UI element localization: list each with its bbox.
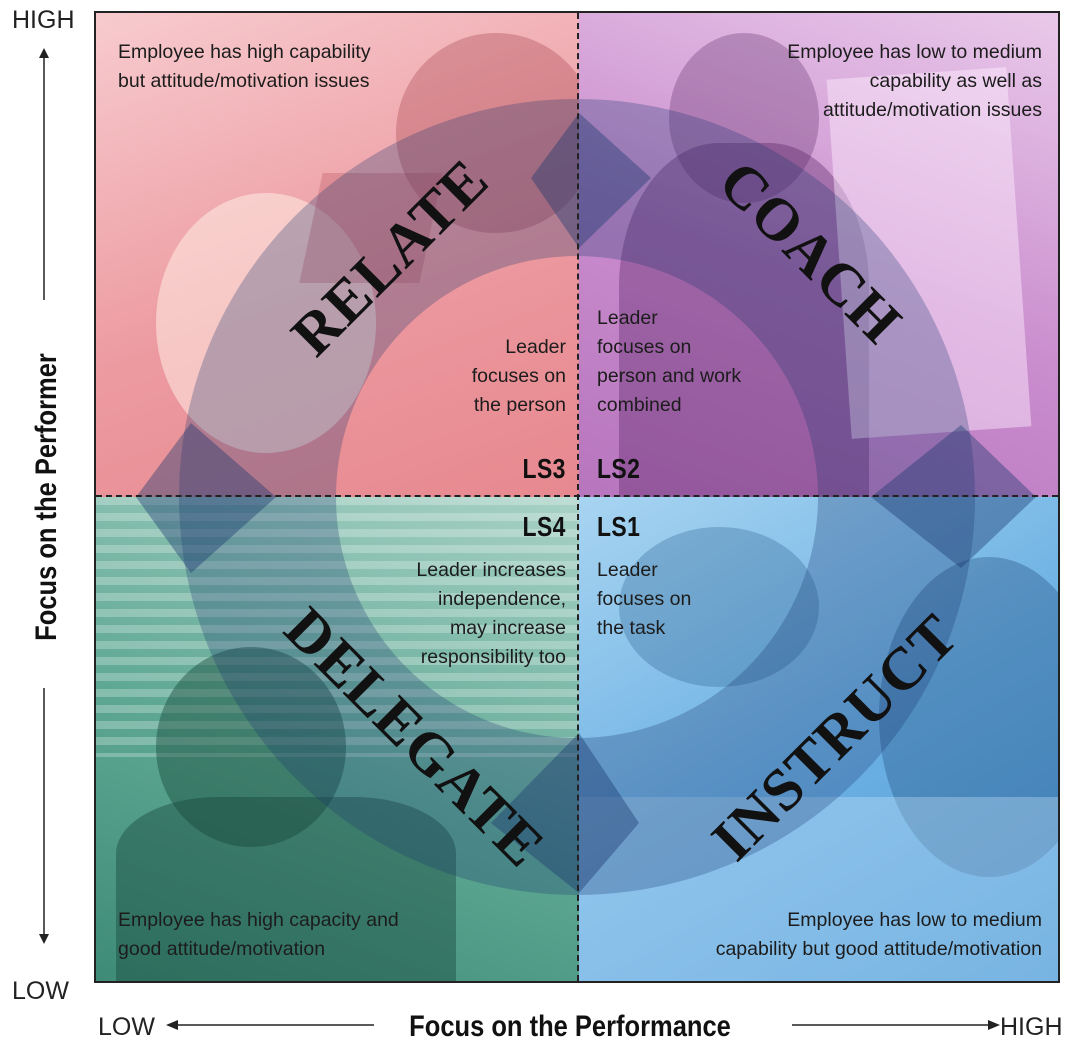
delegate-employee-line: good attitude/motivation xyxy=(118,938,326,960)
photo-desk xyxy=(116,797,456,981)
photo-presenter-head xyxy=(669,33,819,203)
instruct-leader-line: Leader xyxy=(597,559,658,581)
situational-leadership-matrix: Employee has high capability but attitud… xyxy=(94,11,1060,983)
ring-band xyxy=(178,98,975,895)
coach-leader-text: Leader focuses on person and work combin… xyxy=(597,304,741,420)
coach-employee-line: Employee has low to medium xyxy=(787,41,1042,63)
x-axis-low-label: LOW xyxy=(98,1013,155,1041)
relate-leader-line: focuses on xyxy=(471,365,566,387)
photo-figure-woman xyxy=(156,193,376,453)
instruct-leader-text: Leader focuses on the task xyxy=(597,556,691,643)
y-axis-high-label: HIGH xyxy=(12,6,75,34)
y-axis-arrow xyxy=(39,48,49,944)
arrow-head-bottom xyxy=(491,733,639,893)
coach-leader-line: focuses on xyxy=(597,336,692,358)
relate-employee-line: but attitude/motivation issues xyxy=(118,70,370,92)
relate-leader-line: the person xyxy=(473,394,566,416)
photo-window-blinds xyxy=(96,497,579,757)
relate-leader-line: Leader xyxy=(505,336,566,358)
y-axis-title: Focus on the Performer xyxy=(30,353,63,641)
coach-employee-line: attitude/motivation issues xyxy=(823,99,1042,121)
coach-employee-text: Employee has low to medium capability as… xyxy=(787,38,1042,125)
x-axis-arrow xyxy=(166,1020,1000,1030)
instruct-employee-line: capability but good attitude/motivation xyxy=(715,938,1042,960)
relate-leader-text: Leader focuses on the person xyxy=(472,333,566,420)
quadrant-relate xyxy=(96,13,579,497)
photo-figure-man xyxy=(396,33,579,233)
relate-employee-text: Employee has high capability but attitud… xyxy=(118,38,371,96)
arrow-head-left xyxy=(136,423,276,573)
arrow-head-top xyxy=(531,113,651,248)
coach-ls-code: LS2 xyxy=(597,453,641,484)
quadrant-coach xyxy=(579,13,1058,497)
vertical-divider xyxy=(577,13,579,981)
photo-figure-right xyxy=(879,557,1058,877)
delegate-leader-line: independence, xyxy=(438,588,566,610)
photo-seated-man xyxy=(156,647,346,847)
relate-employee-line: Employee has high capability xyxy=(118,41,371,63)
delegate-employee-text: Employee has high capacity and good atti… xyxy=(118,906,399,964)
photo-figure-left xyxy=(619,527,819,687)
instruct-employee-line: Employee has low to medium xyxy=(787,909,1042,931)
delegate-ls-code: LS4 xyxy=(522,511,566,542)
quadrant-instruct xyxy=(579,497,1058,981)
instruct-employee-text: Employee has low to medium capability bu… xyxy=(716,906,1042,964)
delegate-employee-line: Employee has high capacity and xyxy=(118,909,399,931)
x-axis-title: Focus on the Performance xyxy=(409,1010,731,1043)
delegate-leader-line: responsibility too xyxy=(420,646,566,668)
coach-leader-line: Leader xyxy=(597,307,658,329)
coach-leader-line: combined xyxy=(597,394,682,416)
coach-leader-line: person and work xyxy=(597,365,742,387)
photo-presenter-body xyxy=(619,143,869,497)
instruct-leader-line: the task xyxy=(597,617,666,639)
photo-table xyxy=(579,797,1058,981)
x-axis-high-label: HIGH xyxy=(1000,1013,1063,1041)
quadrant-delegate xyxy=(96,497,579,981)
horizontal-divider xyxy=(96,495,1058,497)
delegate-leader-line: Leader increases xyxy=(416,559,566,581)
delegate-leader-line: may increase xyxy=(450,617,566,639)
coach-employee-line: capability as well as xyxy=(869,70,1042,92)
delegate-leader-text: Leader increases independence, may incre… xyxy=(416,556,566,672)
instruct-leader-line: focuses on xyxy=(597,588,692,610)
instruct-ls-code: LS1 xyxy=(597,511,641,542)
relate-ls-code: LS3 xyxy=(522,453,566,484)
y-axis-low-label: LOW xyxy=(12,977,69,1005)
